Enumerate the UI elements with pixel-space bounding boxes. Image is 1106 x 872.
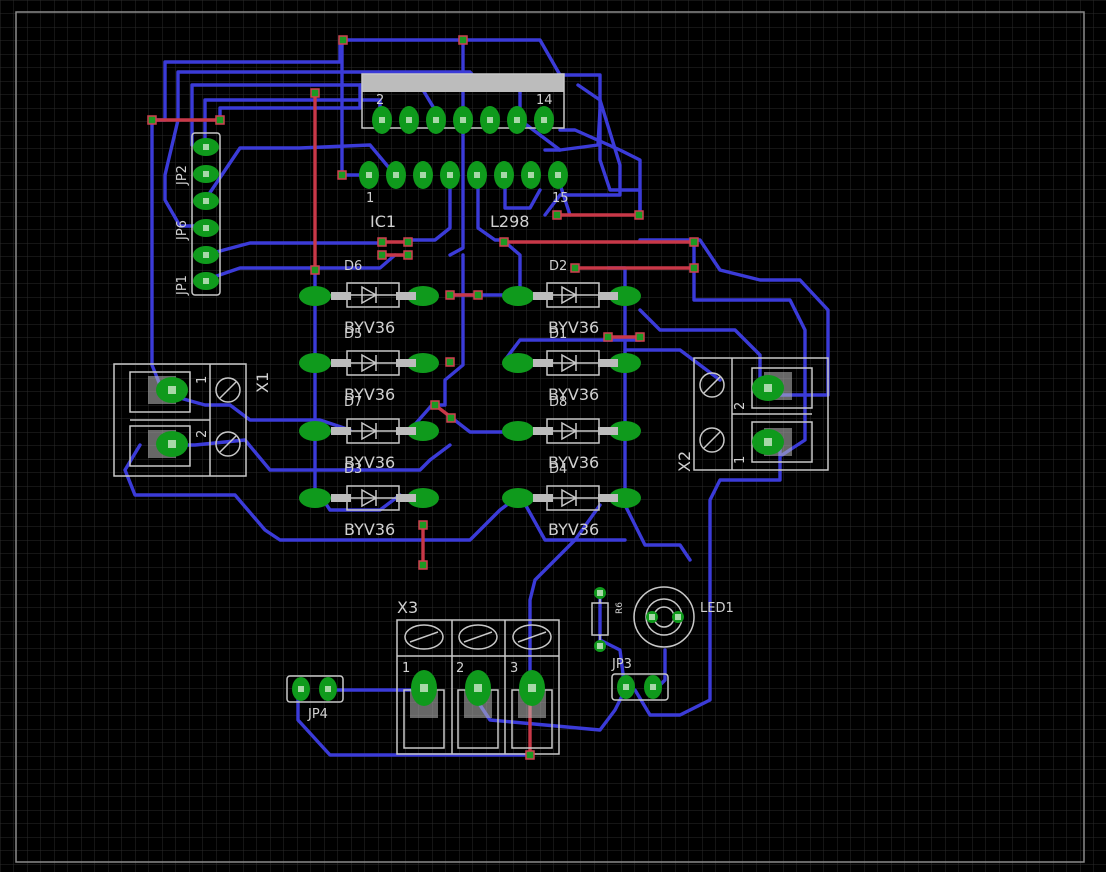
diode-d8-name: D8 xyxy=(549,395,567,410)
x1-screw-2-icon xyxy=(215,431,241,457)
diode-d6-symbol-icon xyxy=(361,285,378,305)
x3-pin3-label: 3 xyxy=(510,661,518,676)
diode-d6-name: D6 xyxy=(344,259,362,274)
diode-d2-value: BYV36 xyxy=(548,318,599,337)
diode-d5-value: BYV36 xyxy=(344,385,395,404)
ic1-pin15-label: 15 xyxy=(552,191,569,206)
diode-d8-value: BYV36 xyxy=(548,453,599,472)
terminal-x2[interactable]: 2 1 X2 xyxy=(675,357,829,472)
x3-screw-2-icon xyxy=(458,624,498,650)
x3-pin1-label: 1 xyxy=(402,661,410,676)
terminal-x1[interactable]: 1 2 X1 xyxy=(113,363,272,477)
x2-screw-1-icon xyxy=(699,372,725,398)
led1-body-icon xyxy=(633,586,695,648)
diode-d3[interactable]: D3 BYV36 xyxy=(299,462,439,539)
diode-d7-symbol-icon xyxy=(361,421,378,441)
diode-d3-name: D3 xyxy=(344,462,362,477)
diode-d6-value: BYV36 xyxy=(344,318,395,337)
terminal-x3[interactable]: 1 2 3 X3 xyxy=(396,598,560,755)
diode-d5-name: D5 xyxy=(344,327,362,342)
diode-d1-value: BYV36 xyxy=(548,385,599,404)
jp4-label: JP4 xyxy=(307,707,328,722)
ic1-pin2-label: 2 xyxy=(376,93,384,108)
diode-d4-value: BYV36 xyxy=(548,520,599,539)
jp6-label: JP6 xyxy=(175,220,190,241)
diode-d6[interactable]: D6 BYV36 xyxy=(299,259,439,337)
diode-d5-symbol-icon xyxy=(361,353,378,373)
x3-screw-3-icon xyxy=(512,624,552,650)
diode-d4-symbol-icon xyxy=(561,488,578,508)
diode-d3-value: BYV36 xyxy=(344,520,395,539)
diode-d1[interactable]: D1 BYV36 xyxy=(502,327,641,404)
x1-name-label: X1 xyxy=(253,372,272,393)
resistor-r6[interactable]: R6 xyxy=(591,587,625,652)
diode-d5[interactable]: D5 BYV36 xyxy=(299,327,439,404)
x2-name-label: X2 xyxy=(675,451,694,472)
ic1-name-label: IC1 xyxy=(370,212,396,231)
top-layer-traces xyxy=(150,91,696,757)
x3-name-label: X3 xyxy=(397,598,418,617)
ic1-top-pins xyxy=(372,106,554,134)
x1-pin1-label: 1 xyxy=(195,376,210,384)
diode-d7-value: BYV36 xyxy=(344,453,395,472)
x1-screw-1-icon xyxy=(215,377,241,403)
r6-label: R6 xyxy=(615,602,625,614)
board-outline xyxy=(15,11,1085,863)
diode-d1-name: D1 xyxy=(549,327,567,342)
jumper-jp3[interactable]: JP3 xyxy=(611,657,669,701)
diode-d8[interactable]: D8 BYV36 xyxy=(502,395,641,472)
diode-d1-symbol-icon xyxy=(561,353,578,373)
diode-d4[interactable]: D4 BYV36 xyxy=(502,462,641,539)
jp3-label: JP3 xyxy=(611,657,632,672)
diode-d7-name: D7 xyxy=(344,395,362,410)
x1-pin2-label: 2 xyxy=(195,430,210,438)
jumper-header-pads xyxy=(193,138,219,290)
x2-screw-2-icon xyxy=(699,427,725,453)
jp1-label: JP1 xyxy=(175,275,190,296)
x2-pin2-label: 2 xyxy=(733,402,748,410)
diode-d2-name: D2 xyxy=(549,259,567,274)
x2-pin1-label: 1 xyxy=(733,456,748,464)
vias xyxy=(147,35,699,760)
diode-d7[interactable]: D7 BYV36 xyxy=(299,395,439,472)
jp2-label: JP2 xyxy=(175,165,190,186)
ic1-pin1-label: 1 xyxy=(366,191,374,206)
ic1-heatsink-tab xyxy=(362,74,564,92)
diode-d2-symbol-icon xyxy=(561,285,578,305)
diode-d4-name: D4 xyxy=(549,462,567,477)
led1[interactable]: LED1 xyxy=(633,586,734,648)
diode-d3-symbol-icon xyxy=(361,488,378,508)
diode-d2[interactable]: D2 BYV36 xyxy=(502,259,641,337)
x3-pin2-label: 2 xyxy=(456,661,464,676)
jumper-header-left[interactable]: JP2 JP6 JP1 xyxy=(175,132,221,296)
led1-label: LED1 xyxy=(700,601,734,616)
ic1-value-label: L298 xyxy=(490,212,529,231)
ic1-bottom-pins xyxy=(359,161,568,189)
jumper-jp4[interactable]: JP4 xyxy=(286,675,344,722)
diode-d8-symbol-icon xyxy=(561,421,578,441)
x3-screw-1-icon xyxy=(404,624,444,650)
ic1-pin14-label: 14 xyxy=(536,93,553,108)
ic1-l298[interactable]: 2 14 1 15 IC1 L298 xyxy=(359,73,569,231)
